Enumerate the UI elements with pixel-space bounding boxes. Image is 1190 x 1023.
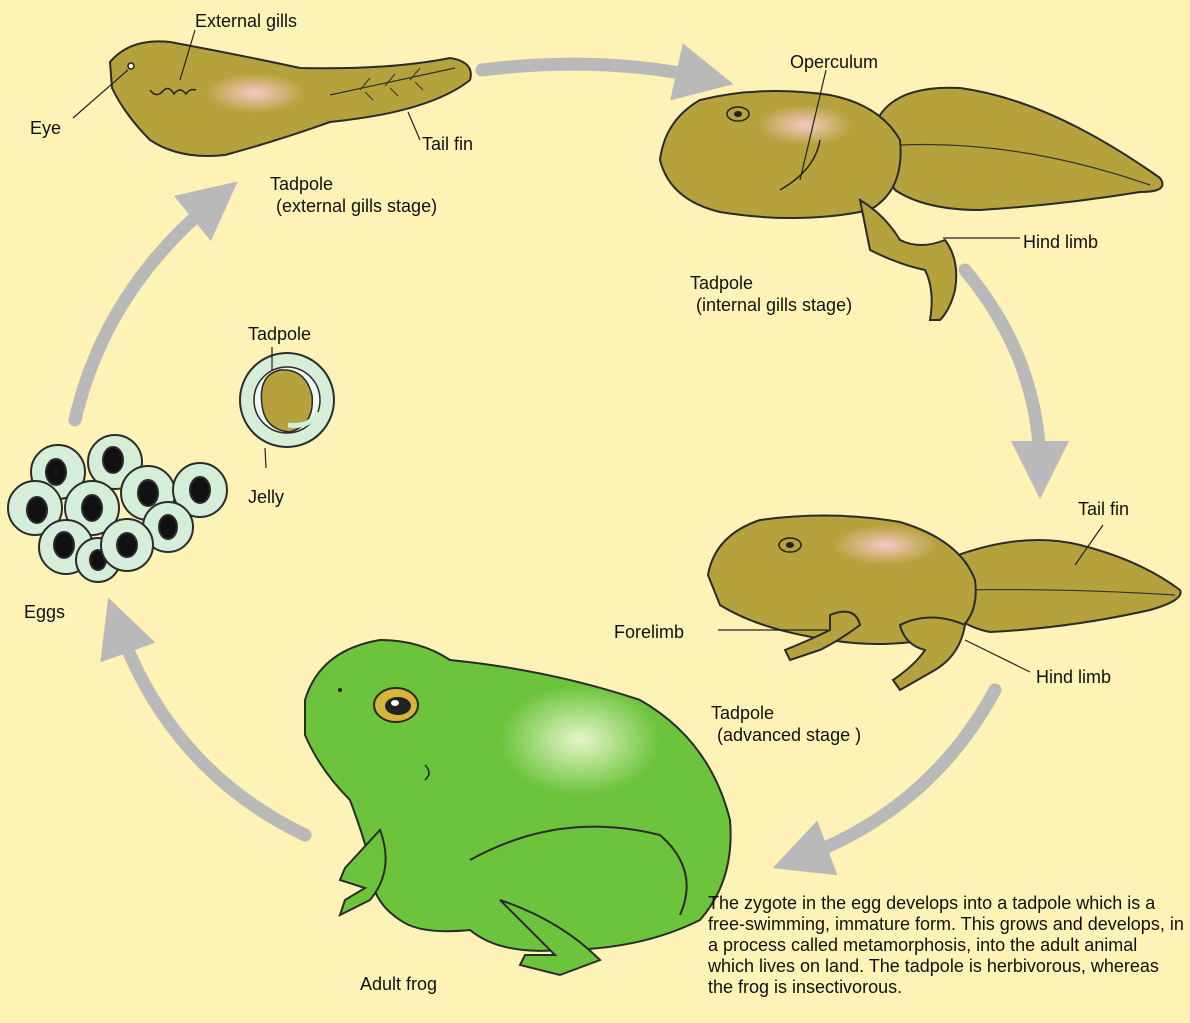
label-eggs: Eggs bbox=[24, 601, 65, 623]
label-operculum: Operculum bbox=[790, 51, 878, 73]
caption-stage2-title: Tadpole bbox=[690, 272, 852, 294]
tadpole-advanced-illustration bbox=[708, 515, 1181, 690]
arrow-eggs-to-stage1 bbox=[75, 200, 215, 420]
label-tail-fin-stage1: Tail fin bbox=[422, 133, 473, 155]
caption-stage2-subtitle: (internal gills stage) bbox=[690, 294, 852, 316]
caption-stage1: Tadpole (external gills stage) bbox=[270, 173, 437, 217]
label-hind-limb-stage3: Hind limb bbox=[1036, 666, 1111, 688]
caption-stage1-subtitle: (external gills stage) bbox=[270, 195, 437, 217]
label-adult-frog: Adult frog bbox=[360, 973, 437, 995]
arrow-frog-to-eggs bbox=[118, 625, 305, 835]
adult-frog-illustration bbox=[305, 640, 731, 975]
label-hind-limb-stage2: Hind limb bbox=[1023, 231, 1098, 253]
label-jelly: Jelly bbox=[248, 486, 284, 508]
label-tail-fin-stage3: Tail fin bbox=[1078, 498, 1129, 520]
egg-with-tadpole-illustration bbox=[240, 347, 334, 468]
label-external-gills: External gills bbox=[195, 10, 297, 32]
caption-stage1-title: Tadpole bbox=[270, 173, 437, 195]
tadpole-external-gills-illustration bbox=[73, 30, 471, 156]
eggs-cluster-illustration bbox=[8, 435, 227, 582]
arrow-stage1-to-stage2 bbox=[482, 64, 705, 78]
label-forelimb: Forelimb bbox=[614, 621, 684, 643]
label-tadpole-in-egg: Tadpole bbox=[248, 323, 311, 345]
caption-stage3-subtitle: (advanced stage ) bbox=[711, 724, 861, 746]
caption-stage3-title: Tadpole bbox=[711, 702, 861, 724]
arrow-stage2-to-stage3 bbox=[965, 270, 1040, 470]
label-eye: Eye bbox=[30, 117, 61, 139]
description-paragraph: The zygote in the egg develops into a ta… bbox=[708, 893, 1188, 998]
caption-stage3: Tadpole (advanced stage ) bbox=[711, 702, 861, 746]
caption-stage2: Tadpole (internal gills stage) bbox=[690, 272, 852, 316]
